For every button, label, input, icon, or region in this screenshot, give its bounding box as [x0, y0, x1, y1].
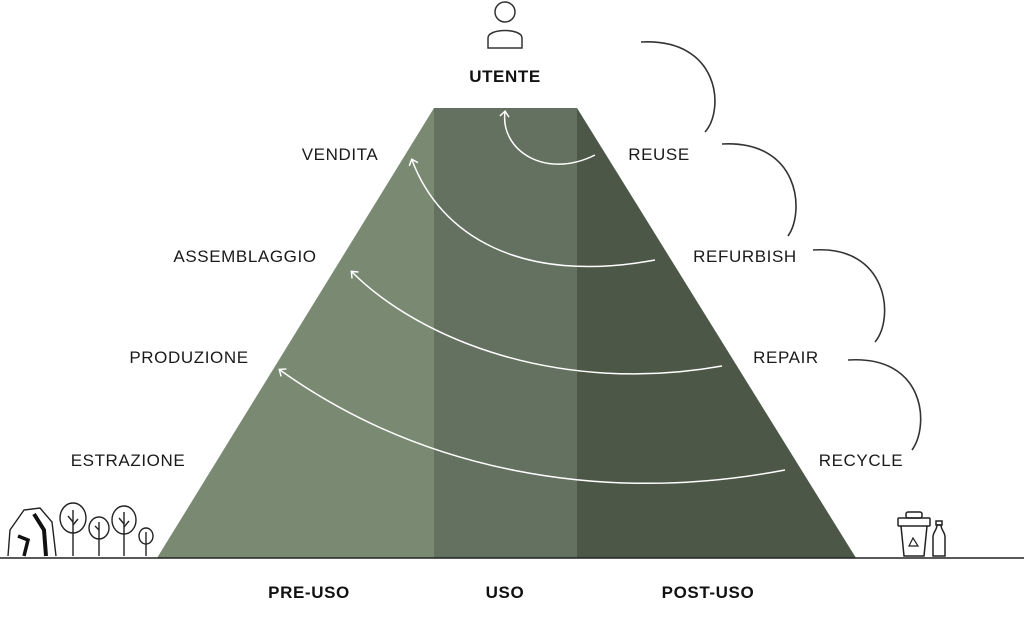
stage-label-produzione: PRODUZIONE	[129, 348, 248, 367]
loop-arc-4	[847, 359, 922, 451]
recycle-flow-arrow	[278, 368, 786, 484]
user-label: UTENTE	[469, 67, 541, 86]
section-label-pre-uso: PRE-USO	[268, 583, 350, 602]
loop-arc-2	[721, 143, 797, 237]
stage-label-recycle: RECYCLE	[819, 451, 904, 470]
flow-arrows	[278, 109, 786, 484]
person-icon	[487, 1, 523, 49]
section-label-uso: USO	[486, 583, 525, 602]
refurbish-flow-arrow	[408, 158, 656, 268]
loop-arcs	[640, 41, 922, 451]
stage-label-vendita: VENDITA	[302, 145, 379, 164]
stage-label-assemblaggio: ASSEMBLAGGIO	[173, 247, 316, 266]
reuse-flow-arrow	[499, 109, 596, 165]
loop-arc-1	[640, 41, 716, 133]
post-use-section	[577, 108, 856, 558]
stage-label-repair: REPAIR	[753, 348, 819, 367]
stage-label-reuse: REUSE	[628, 145, 690, 164]
stage-label-estrazione: ESTRAZIONE	[71, 451, 186, 470]
stage-label-refurbish: REFURBISH	[693, 247, 797, 266]
recycling-bin-icon	[897, 511, 946, 557]
section-label-post-uso: POST-USO	[662, 583, 755, 602]
pre-use-section	[157, 108, 434, 558]
rocks-and-trees-icon	[7, 502, 154, 557]
use-section	[434, 108, 577, 558]
repair-flow-arrow	[350, 270, 723, 375]
loop-arc-3	[812, 249, 886, 343]
